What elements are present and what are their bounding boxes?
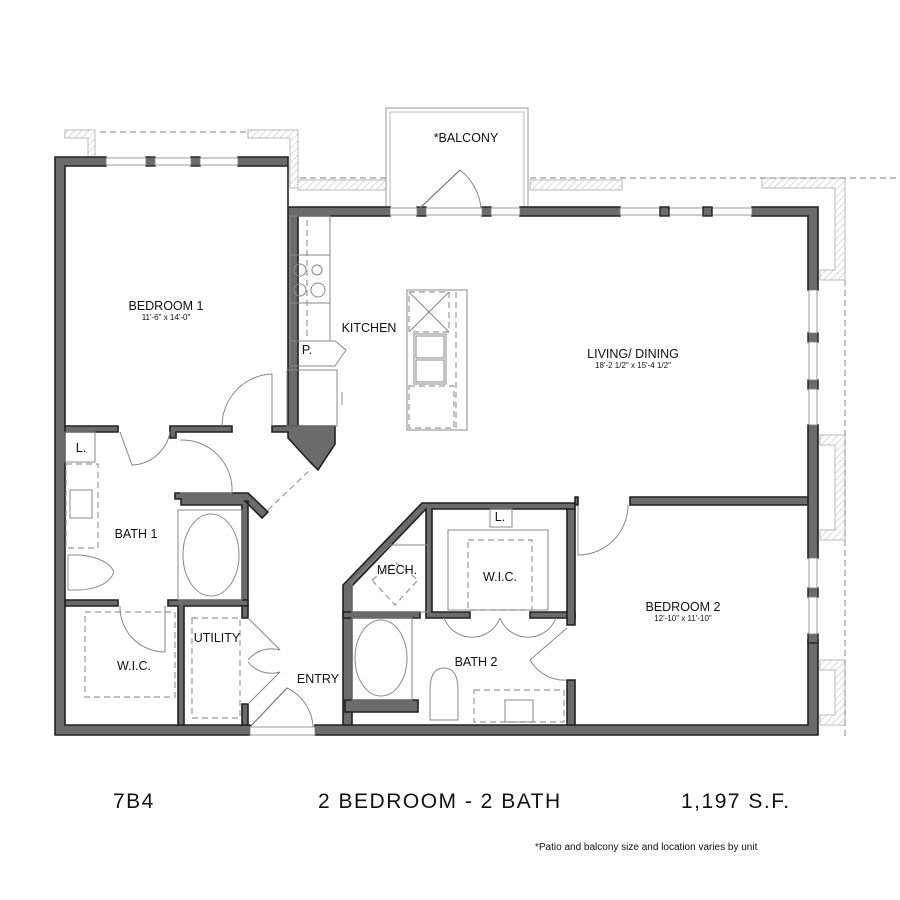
unit-area: 1,197 S.F. [681,790,791,813]
interior-walls [64,425,809,726]
bedroom1-dims: 11'-6" x 14'-0" [142,313,191,322]
wic2-label: W.I.C. [483,570,517,584]
bath2-label: BATH 2 [455,655,498,669]
balcony-note: *Patio and balcony size and location var… [535,842,758,853]
living-dims: 18'-2 1/2" x 15'-4 1/2" [595,361,671,370]
balcony-label: *BALCONY [434,131,499,145]
bedroom1-label: BEDROOM 1 [128,299,203,313]
bath1-fixtures [64,431,243,719]
doors [119,169,629,728]
living-label: LIVING/ DINING [587,347,679,361]
bath2-fixtures [351,508,565,723]
balcony [385,107,529,209]
utility-label: UTILITY [194,631,241,645]
room-labels: BEDROOM 1 11'-6" x 14'-0" LIVING/ DINING… [76,131,721,686]
unit-type: 2 BEDROOM - 2 BATH [318,790,562,813]
unit-code: 7B4 [113,790,155,813]
exterior-walls [54,156,819,736]
bedroom2-label: BEDROOM 2 [645,600,720,614]
entry-label: ENTRY [297,672,340,686]
kitchen-fixtures [286,215,468,431]
linen2-label: L. [495,510,505,524]
bath1-label: BATH 1 [115,527,158,541]
exterior-ledges [64,129,900,740]
linen1-label: L. [76,441,86,455]
bedroom2-dims: 12'-10" x 11'-10" [654,614,712,623]
wic1-label: W.I.C. [117,659,151,673]
kitchen-label: KITCHEN [342,321,397,335]
mech-label: MECH. [377,563,417,577]
pantry-label: P. [302,343,312,357]
